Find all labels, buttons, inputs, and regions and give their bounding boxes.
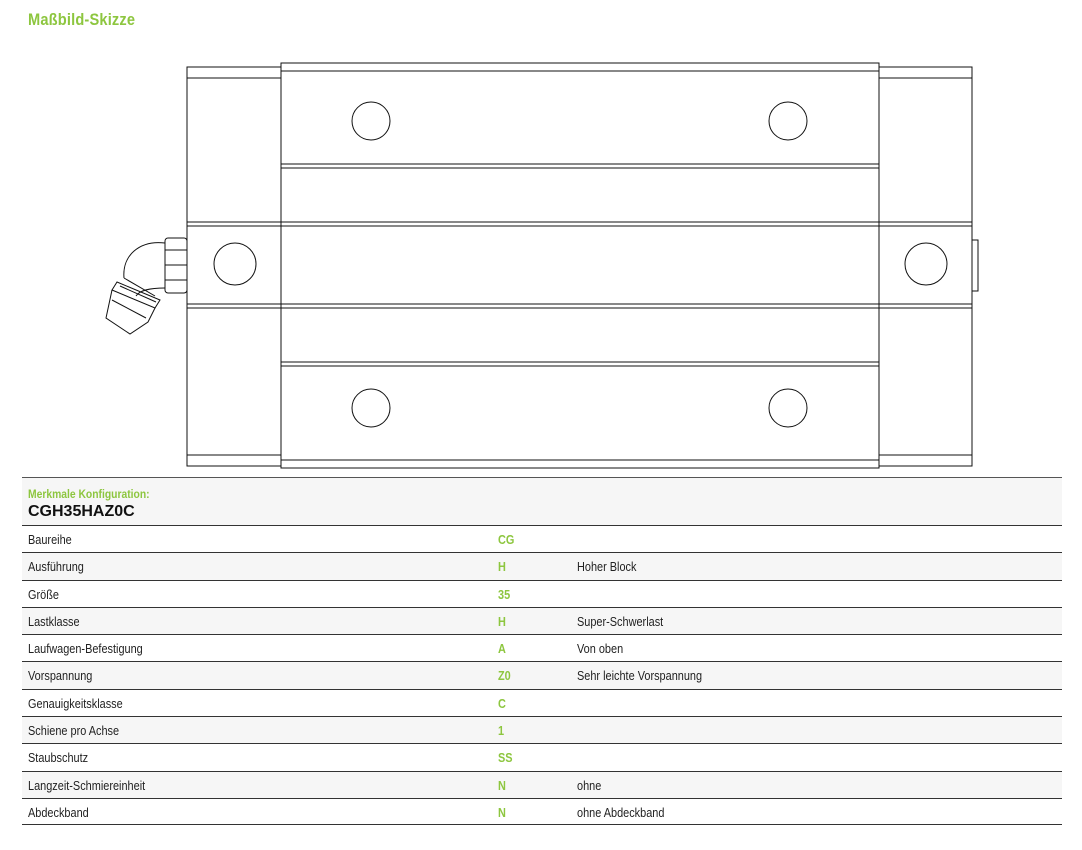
mounting-hole <box>768 101 808 141</box>
feature-description: Von oben <box>577 641 624 657</box>
grease-nipple-icon <box>105 237 188 335</box>
feature-value: C <box>498 695 506 711</box>
configuration-header: Merkmale Konfiguration: CGH35HAZ0C <box>22 477 1062 525</box>
feature-value: CG <box>498 532 515 547</box>
feature-name: Staubschutz <box>28 750 89 766</box>
feature-name: Vorspannung <box>28 668 93 684</box>
feature-name: Laufwagen-Befestigung <box>28 641 143 657</box>
feature-description: ohne <box>577 777 602 793</box>
feature-value: H <box>498 559 506 575</box>
table-row: Genauigkeitsklasse C <box>22 688 1062 716</box>
left-end-cap <box>186 66 282 467</box>
feature-name: Abdeckband <box>28 804 89 820</box>
rail-hole <box>213 242 257 286</box>
feature-description: ohne Abdeckband <box>577 804 665 820</box>
feature-name: Größe <box>28 586 59 602</box>
rail-hole <box>904 242 948 286</box>
block-body <box>280 62 880 469</box>
feature-value: H <box>498 613 506 629</box>
table-row: Laufwagen-Befestigung A Von oben <box>22 634 1062 661</box>
right-end-cap <box>878 66 973 467</box>
feature-description: Super-Schwerlast <box>577 613 664 629</box>
table-row: Baureihe CG <box>22 525 1062 552</box>
feature-description: Hoher Block <box>577 559 637 575</box>
configuration-code: CGH35HAZ0C <box>28 503 135 520</box>
feature-value: A <box>498 641 506 657</box>
page-title: Maßbild-Skizze <box>28 10 136 29</box>
feature-value: N <box>498 777 506 793</box>
configuration-table: Merkmale Konfiguration: CGH35HAZ0C Baure… <box>22 477 1062 826</box>
table-row: Vorspannung Z0 Sehr leichte Vorspannung <box>22 661 1062 689</box>
mounting-hole <box>768 388 808 428</box>
table-row: Staubschutz SS <box>22 743 1062 770</box>
table-row: Ausführung H Hoher Block <box>22 552 1062 580</box>
mounting-hole <box>351 388 391 428</box>
feature-value: Z0 <box>498 668 511 684</box>
feature-value: N <box>498 804 506 820</box>
feature-name: Baureihe <box>28 532 72 547</box>
feature-name: Ausführung <box>28 559 84 575</box>
dimension-drawing <box>105 62 979 469</box>
table-row: Lastklasse H Super-Schwerlast <box>22 606 1062 635</box>
feature-value: 35 <box>498 586 511 602</box>
feature-description: Sehr leichte Vorspannung <box>577 668 703 684</box>
feature-value: 1 <box>498 723 505 739</box>
feature-name: Schiene pro Achse <box>28 723 120 739</box>
end-seal-tab <box>971 239 979 292</box>
feature-name: Lastklasse <box>28 613 80 629</box>
feature-name: Langzeit-Schmiereinheit <box>28 777 146 793</box>
table-row: Größe 35 <box>22 579 1062 607</box>
table-row: Schiene pro Achse 1 <box>22 716 1062 744</box>
feature-value: SS <box>498 750 513 766</box>
feature-name: Genauigkeitsklasse <box>28 695 123 711</box>
mounting-hole <box>351 101 391 141</box>
configuration-label: Merkmale Konfiguration: <box>28 487 150 501</box>
